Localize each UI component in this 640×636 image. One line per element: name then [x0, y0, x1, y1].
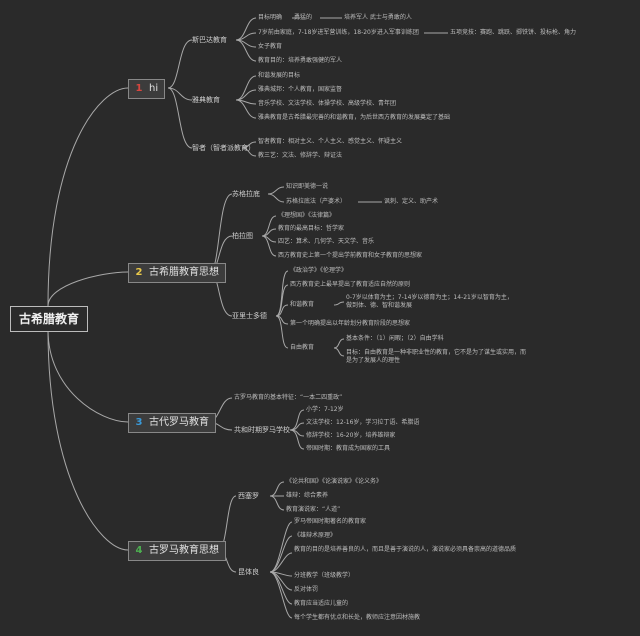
subtopic-cicero[interactable]: 西塞罗 — [238, 492, 259, 500]
leaf-text: 西方教育史上第一个提出学前教育和女子教育的思想家 — [278, 252, 423, 259]
wire-cicero-l1 — [269, 481, 285, 497]
leaf-text: 勇猛的 — [294, 14, 313, 21]
leaf-text: 目标明确 — [258, 14, 283, 21]
leaf-text: 罗马帝国时期著名的教育家 — [294, 518, 367, 525]
leaf-text: 五项竞技：赛跑、跳跃、掷铁饼、投标枪、角力 — [450, 29, 577, 36]
leaf-text: 教育目的：培养勇敢强健的军人 — [258, 57, 343, 64]
leaf-text: 基本条件：（1）闲暇；（2）自由学科 — [346, 335, 444, 342]
wire-school-s4 — [289, 429, 305, 450]
leaf-text: 女子教育 — [258, 43, 283, 50]
wire-athens-l1 — [235, 75, 257, 101]
leaf-text: 目标：自由教育是一种非职业性的教育，它不是为了谋生或实用，而是为了发展人的理性 — [346, 349, 527, 364]
leaf-text: 知识即美德一说 — [286, 183, 329, 190]
wire-plato-l4 — [261, 235, 277, 257]
leaf-text: 西方教育史上最早提出了教育适应自然的原则 — [290, 281, 411, 288]
branch-label: 古代罗马教育 — [149, 417, 209, 428]
leaf-text: 《论共和国》《论演说家》《论义务》 — [286, 478, 383, 485]
leaf-text: 音乐学校、文法学校、体操学校、高级学校、青年团 — [258, 100, 397, 107]
branch-number-badge: 4 — [135, 545, 143, 556]
wire-aristotle-l3b — [333, 301, 345, 306]
wire-root-b3 — [47, 329, 129, 423]
subtopic-sophist[interactable]: 智者（智者派教育） — [192, 144, 255, 152]
subtopic-plato[interactable]: 柏拉图 — [232, 232, 253, 240]
leaf-text: 雄辩：综合素养 — [286, 492, 329, 499]
wire-sophist-l2 — [241, 147, 257, 157]
subtopic-aristotle[interactable]: 亚里士多德 — [232, 312, 267, 320]
leaf-text: 自由教育 — [290, 344, 315, 351]
wire-b2-socrates — [209, 193, 233, 273]
wire-athens-l4 — [235, 99, 257, 119]
wire-aristotle-l5b — [333, 347, 345, 357]
leaf-text: 讽刺、定义、助产术 — [384, 198, 439, 205]
wire-quintilian-l2 — [269, 535, 293, 573]
wire-cicero-l3 — [269, 495, 285, 511]
leaf-text: 教育的目的是培养善良的人，而且是善于演说的人，演说家必须具备崇高的道德品质 — [294, 546, 517, 553]
wire-b1-sparta — [167, 39, 193, 89]
leaf-text: 帝国时期：教育成为国家的工具 — [306, 445, 391, 452]
wire-quintilian-l7 — [269, 571, 293, 619]
leaf-text: 教育的最高目标：哲学家 — [278, 225, 345, 232]
leaf-text: 0-7岁以体育为主；7-14岁以德育为主；14-21岁以智育为主，做到体、德、智… — [346, 294, 513, 309]
wire-socrates-l2 — [267, 193, 285, 203]
leaf-text: 教育应当适应儿童的 — [294, 600, 349, 607]
leaf-text: 教三艺：文法、修辞学、辩证法 — [258, 152, 343, 159]
wire-root-b4 — [47, 329, 129, 551]
leaf-text: 《理想国》《法律篇》 — [278, 212, 336, 219]
wire-quintilian-l3 — [269, 552, 293, 573]
leaf-text: 小学：7-12岁 — [306, 406, 344, 413]
branch-label: 古罗马教育思想 — [149, 545, 219, 556]
wire-b1-athens — [167, 87, 193, 101]
wire-b1-sophist — [167, 87, 193, 149]
branch-label: hi — [149, 83, 159, 94]
subtopic-athens[interactable]: 雅典教育 — [192, 96, 220, 104]
leaf-text: 反对体罚 — [294, 586, 319, 593]
branch-node-4[interactable]: 4 古罗马教育思想 — [128, 541, 226, 561]
branch-number-badge: 3 — [135, 417, 143, 428]
wire-root-b2 — [47, 271, 129, 307]
subtopic-sparta[interactable]: 斯巴达教育 — [192, 36, 227, 44]
branch-node-1[interactable]: 1 hi — [128, 79, 166, 99]
wire-quintilian-l1 — [269, 521, 293, 573]
wire-socrates-l1 — [267, 186, 285, 195]
branch-label: 古希腊教育思想 — [149, 267, 219, 278]
wire-aristotle-l5a — [333, 338, 345, 349]
leaf-text: 雅典教育是古希腊最完善的和谐教育，为后世西方教育的发展奠定了基础 — [258, 114, 451, 121]
wire-aristotle-l5 — [275, 315, 289, 349]
wire-root-b1 — [47, 87, 129, 307]
root-node[interactable]: 古希腊教育 — [10, 306, 88, 332]
branch-number-badge: 2 — [135, 267, 143, 278]
leaf-text: 培养军人 武士与勇敢的人 — [344, 14, 412, 21]
wire-aristotle-l2 — [275, 284, 289, 317]
branch-node-3[interactable]: 3 古代罗马教育 — [128, 413, 216, 433]
wire-aristotle-l1 — [275, 270, 289, 317]
leaf-text: 文法学校：12-16岁，学习拉丁语、希腊语 — [306, 419, 420, 426]
leaf-text: 和谐教育 — [290, 301, 315, 308]
leaf-text: 古罗马教育的基本特征：“一本二四重政” — [234, 394, 343, 401]
leaf-text: 教育演说家：“人道” — [286, 506, 341, 513]
leaf-text: 修辞学校：16-20岁，培养雄辩家 — [306, 432, 396, 439]
leaf-text: 分班教学（班级教学） — [294, 572, 355, 579]
wire-quintilian-l6 — [269, 571, 293, 605]
leaf-text: 7岁前由家庭，7-18岁进军营训练，18-20岁进入军事训练团 — [258, 29, 419, 36]
subtopic-quintilian[interactable]: 昆体良 — [238, 568, 259, 576]
leaf-text: 智者教育：相对主义、个人主义、感觉主义、怀疑主义 — [258, 138, 403, 145]
subtopic-republic-schools[interactable]: 共和时期罗马学校 — [234, 426, 290, 434]
leaf-text: 《雄辩术原理》 — [294, 532, 337, 539]
wire-school-s3 — [289, 429, 305, 437]
leaf-text: 四艺：算术、几何学、天文学、音乐 — [278, 238, 375, 245]
branch-node-2[interactable]: 2 古希腊教育思想 — [128, 263, 226, 283]
leaf-text: 《政治学》《伦理学》 — [290, 267, 348, 274]
leaf-text: 每个学生都有优点和长处，教师应注意因材施教 — [294, 614, 421, 621]
subtopic-socrates[interactable]: 苏格拉底 — [232, 190, 260, 198]
leaf-text: 雅典城邦：个人教育，国家监督 — [258, 86, 343, 93]
branch-number-badge: 1 — [135, 83, 143, 94]
leaf-text: 第一个明确提出以年龄划分教育阶段的思想家 — [290, 320, 411, 327]
leaf-text: 苏格拉底法（产婆术） — [286, 198, 347, 205]
wire-athens-l2 — [235, 89, 257, 101]
leaf-text: 和谐发展的目标 — [258, 72, 301, 79]
wire-sparta-l4 — [235, 39, 257, 62]
